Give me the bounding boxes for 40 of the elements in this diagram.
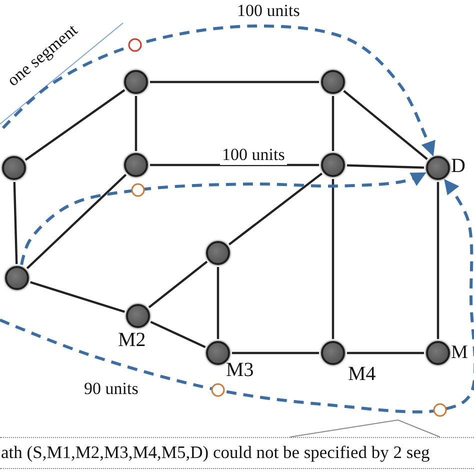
link-line	[232, 352, 319, 354]
link-line	[332, 179, 334, 339]
link-line	[228, 172, 323, 246]
link-line	[148, 260, 208, 308]
link-line	[134, 96, 138, 151]
link-line	[30, 281, 125, 313]
link-line	[436, 182, 440, 339]
link-line	[150, 80, 319, 84]
link-line	[150, 164, 319, 166]
caption-box	[0, 437, 474, 469]
network-node-circle	[321, 341, 345, 365]
network-node-circle	[321, 153, 345, 177]
link-line	[332, 96, 334, 151]
network-node-circle	[126, 304, 150, 328]
link-line	[24, 89, 126, 161]
link-line	[343, 90, 428, 160]
network-node-circle	[426, 341, 450, 365]
node-label: D	[451, 156, 466, 176]
node-label: M3	[226, 360, 254, 380]
link-line	[347, 352, 424, 354]
network-node-circle	[2, 156, 26, 180]
link-line	[150, 320, 206, 348]
node-label: M4	[348, 364, 376, 384]
link-line	[346, 164, 424, 169]
dashed-path-arrow	[20, 172, 426, 266]
network-node-circle	[426, 156, 450, 180]
edge-label: 100 units	[220, 146, 287, 165]
node-label: M	[451, 343, 468, 362]
link-line	[216, 267, 220, 339]
node-label: M2	[118, 330, 146, 350]
link-line	[13, 182, 18, 264]
caption-text: ath (S,M1,M2,M3,M4,M5,D) could not be specified by 2 seg	[1, 442, 430, 463]
network-node-circle	[321, 70, 345, 94]
network-node-circle	[124, 153, 148, 177]
dashed-path-arrow	[2, 24, 436, 156]
network-node-circle	[206, 241, 230, 265]
link-line	[26, 174, 127, 270]
network-node-circle	[5, 266, 29, 290]
dashed-path-arrow	[0, 178, 474, 414]
network-node-circle	[124, 70, 148, 94]
